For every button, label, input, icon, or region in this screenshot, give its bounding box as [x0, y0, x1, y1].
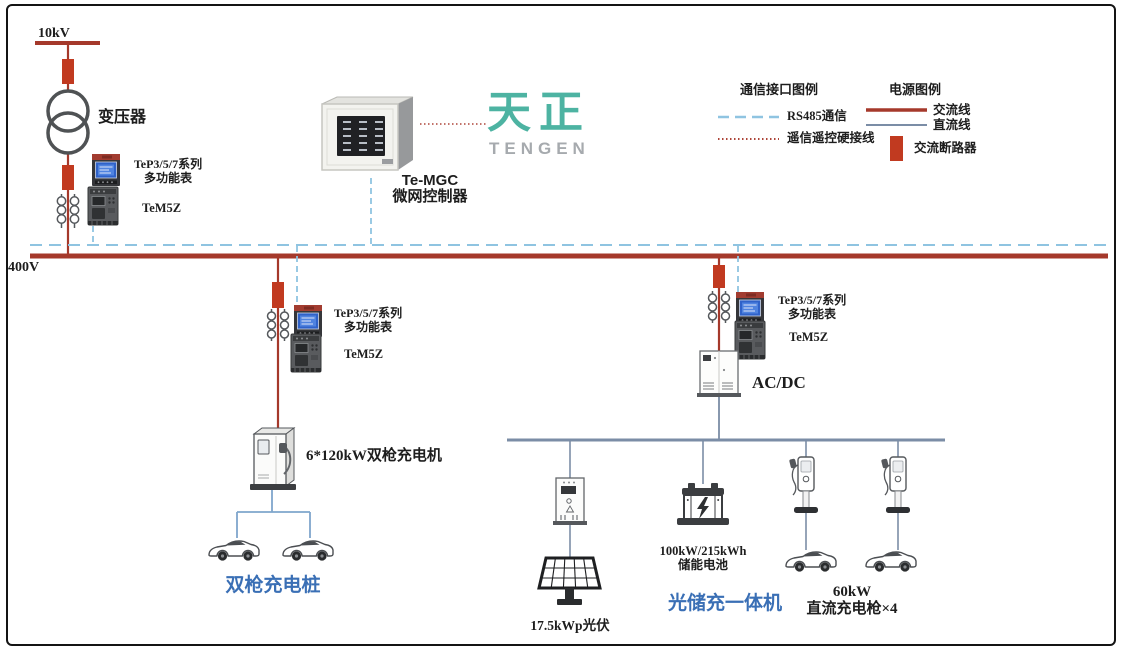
legend-rs485-label: RS485通信 [787, 109, 847, 123]
ac-dc-converter-icon [697, 350, 741, 397]
brand-logo-cn: 天正 [487, 88, 591, 137]
battery-icon [677, 483, 729, 525]
pv-panel-icon [537, 556, 602, 605]
tem5z-meter-main [87, 186, 119, 226]
legend-power-title: 电源图例 [889, 82, 942, 97]
tem5z-label-left: TeM5Z [344, 347, 384, 361]
pv-inverter-icon [553, 477, 587, 525]
legend-samples [718, 108, 927, 161]
dc-lines [507, 395, 945, 558]
transformer-icon [46, 89, 90, 155]
tem5z-label-main: TeM5Z [142, 201, 182, 215]
legend-hardwire-label: 遥信遥控硬接线 [787, 131, 875, 145]
legend-breaker-icon [890, 136, 903, 161]
ac-dc-label: AC/DC [752, 373, 806, 392]
tep-meter-left [293, 304, 323, 338]
meter-label-main: TeP3/5/7系列 多功能表 [130, 157, 206, 186]
ct-main-icon [56, 194, 80, 228]
meter-label-right: TeP3/5/7系列 多功能表 [774, 293, 850, 322]
charger-machine-label: 6*120kW双枪充电机 [306, 448, 442, 464]
breaker-main-icon [62, 165, 74, 190]
tep-label-line1: TeP3/5/7系列 [777, 293, 847, 307]
ess-station-label: 光储充一体机 [668, 593, 783, 614]
battery-label-line2: 储能电池 [677, 558, 728, 573]
breaker-left-icon [272, 282, 284, 308]
tep-label-line2: 多功能表 [343, 319, 392, 334]
legend-comm-title: 通信接口图例 [740, 82, 819, 97]
meter-label-left: TeP3/5/7系列 多功能表 [330, 306, 406, 335]
battery-label-line1: 100kW/215kWh [659, 544, 747, 558]
dc-gun-post-2 [880, 456, 911, 514]
brand-logo-en: TENGEN [489, 139, 590, 158]
dc-guns-label: 60kW 直流充电枪×4 [802, 584, 902, 619]
battery-label: 100kW/215kWh 储能电池 [653, 544, 753, 573]
pv-label: 17.5kWp光伏 [530, 618, 610, 633]
car-left-1 [208, 540, 260, 562]
car-left-2 [282, 540, 334, 562]
charger-output-lines [236, 490, 311, 538]
tep-label-line2: 多功能表 [143, 170, 192, 185]
legend-breaker-label: 交流断路器 [914, 141, 977, 155]
car-right-2 [865, 551, 917, 573]
rs485-lines [30, 178, 1112, 305]
tep-label-line1: TeP3/5/7系列 [333, 306, 403, 320]
lv-bus-label: 400V [8, 260, 40, 275]
breaker-right-icon [713, 265, 725, 288]
hv-bus-label: 10kV [38, 26, 70, 41]
breaker-hv-icon [62, 59, 74, 84]
microgrid-controller-icon [321, 96, 414, 171]
car-right-1 [785, 551, 837, 573]
tep-label-line1: TeP3/5/7系列 [133, 157, 203, 171]
tep-meter-right [735, 291, 765, 325]
ct-left-icon [266, 309, 290, 341]
diagram-border [6, 4, 1116, 646]
legend-dc-label: 直流线 [933, 118, 971, 132]
ac-breakers [62, 59, 725, 308]
legend-ac-label: 交流线 [933, 103, 971, 117]
controller-name-label: 微网控制器 [392, 189, 468, 205]
dc-guns-label-line1: 60kW [832, 584, 872, 600]
dual-gun-station-label: 双枪充电桩 [225, 575, 321, 596]
tem5z-label-right: TeM5Z [789, 330, 829, 344]
controller-model-label: Te-MGC [401, 172, 459, 189]
transformer-label: 变压器 [98, 109, 147, 126]
tep-meter-main [91, 153, 121, 187]
ct-right-icon [707, 291, 731, 323]
dc-gun-post-1 [788, 456, 819, 514]
tep-label-line2: 多功能表 [787, 306, 836, 321]
tem5z-meter-left [290, 333, 322, 373]
tem5z-meter-right [734, 320, 766, 360]
dual-gun-charger-icon [250, 427, 296, 490]
dc-guns-label-line2: 直流充电枪×4 [806, 601, 898, 618]
